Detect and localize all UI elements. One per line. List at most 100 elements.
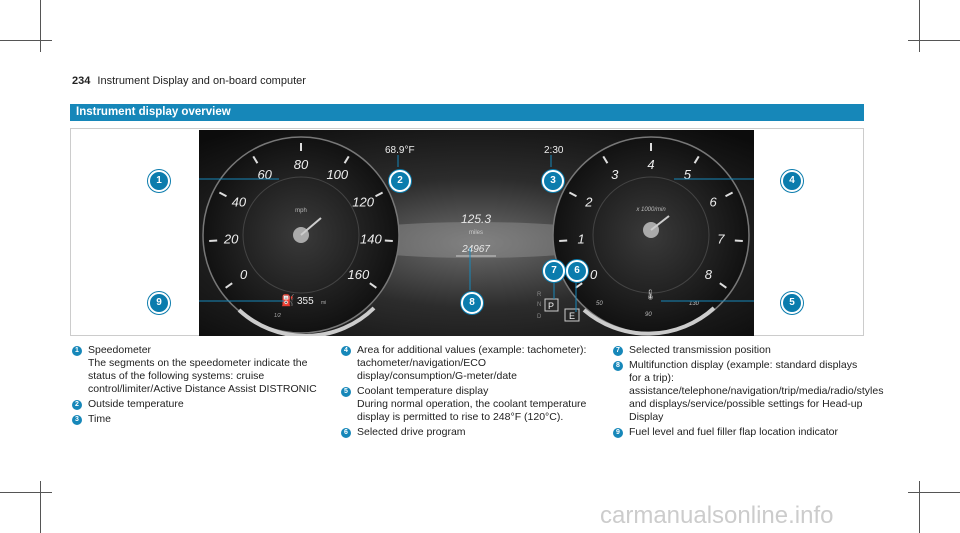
legend-number: 8 [613,361,623,371]
legend-column-3: 7 Selected transmission position 8 Multifu… [613,344,883,441]
callout-4: 4 [781,170,803,192]
legend-title: Multifunction display (example: standard… [629,359,884,423]
crop-mark [40,0,41,52]
speed-tick [369,282,377,289]
rpm-tick [734,239,743,243]
callout-9: 9 [148,292,170,314]
speed-tick [209,239,218,243]
coolant-gauge [582,306,716,336]
speed-label: 80 [294,157,309,172]
speed-tick [218,191,227,198]
legend-title: Selected drive program [357,426,466,438]
callout-2: 2 [389,170,411,192]
coolant-label-mid: 90 [645,312,652,318]
legend-number: 4 [341,346,351,356]
legend-item: 9 Fuel level and fuel filler flap locatio… [613,426,868,439]
rpm-label: 3 [611,167,619,182]
fuel-level-half: 1/2 [274,313,281,319]
clock-time: 2:30 [544,145,564,156]
callout-8: 8 [461,292,483,314]
crop-mark [919,481,920,533]
legend-detail: The segments on the speedometer indicate… [88,357,317,395]
crop-mark [40,481,41,533]
coolant-label-high: 130 [689,301,700,307]
rpm-label: 8 [705,267,713,282]
legend-number: 7 [613,346,623,356]
speed-label: 20 [223,232,239,247]
rpm-label: 2 [584,195,593,210]
legend-title: Outside temperature [88,398,184,410]
legend-title: Fuel level and fuel filler flap location… [629,426,838,438]
page-number: 234 [72,75,91,87]
legend-item: 3 Time [72,413,322,426]
speed-label: 120 [352,195,374,210]
speed-tick [252,155,259,164]
fuel-range: 355 [297,296,314,307]
legend-title: Area for additional values (example: tac… [357,344,587,382]
rpm-label: 6 [709,195,717,210]
callout-6: 6 [566,260,588,282]
legend-number: 6 [341,428,351,438]
trip-distance: 125.3 [461,212,491,226]
fuel-icon: ⛽ [281,294,295,307]
rpm-unit: x 1000/min [635,207,666,213]
legend-item: 6 Selected drive program [341,426,596,439]
speed-label: 160 [347,267,369,282]
rpm-label: 1 [578,232,585,247]
speed-unit: mph [295,208,307,214]
speed-tick [375,191,384,198]
fuel-range-unit: mi [321,300,326,306]
legend-number: 3 [72,415,82,425]
section-name: Instrument Display and on-board computer [97,75,306,87]
speed-tick [225,282,233,289]
speedometer-segments [237,306,376,336]
crop-mark [0,40,52,41]
legend-item: 7 Selected transmission position [613,344,868,357]
gear-d: D [537,314,542,320]
gear-selected: P [548,301,554,311]
speed-label: 100 [326,167,348,182]
coolant-label-low: 50 [596,301,603,307]
rpm-tick [693,155,700,164]
speed-label: 40 [232,195,247,210]
page-header: 234 Instrument Display and on-board comp… [72,75,306,87]
speed-tick [384,239,393,243]
section-title: Instrument display overview [76,106,231,118]
rpm-tick [568,191,577,198]
odometer: 24967 [461,244,490,255]
callout-1: 1 [148,170,170,192]
callout-3: 3 [542,170,564,192]
crop-mark [908,40,960,41]
legend-title: Selected transmission position [629,344,771,356]
legend-number: 5 [341,387,351,397]
gear-r: R [537,292,542,298]
rpm-tick [725,191,734,198]
rpm-label: 7 [717,232,725,247]
rpm-tick [559,239,568,243]
callout-7: 7 [543,260,565,282]
watermark: carmanualsonline.info [600,502,834,529]
legend-title: Time [88,413,111,425]
legend-title: Coolant temperature display [357,385,489,397]
trip-distance-unit: miles [469,230,483,236]
crop-mark [0,492,52,493]
legend-item: 8 Multifunction display (example: standar… [613,359,883,424]
rpm-tick [575,282,583,289]
speed-label: 60 [257,167,272,182]
section-title-bar: Instrument display overview [70,104,864,121]
coolant-icon: 🌡 [644,289,657,301]
legend-number: 9 [613,428,623,438]
rpm-label: 5 [684,167,692,182]
legend-number: 1 [72,346,82,356]
speed-label: 0 [240,267,248,282]
rpm-tick [602,155,609,164]
crop-mark [919,0,920,52]
legend-column-2: 4 Area for additional values (example: ta… [341,344,596,441]
callout-5: 5 [781,292,803,314]
crop-mark [908,492,960,493]
legend-title: Speedometer [88,344,152,356]
legend-detail: During normal operation, the coolant tem… [357,398,587,423]
drive-program: E [569,311,575,321]
